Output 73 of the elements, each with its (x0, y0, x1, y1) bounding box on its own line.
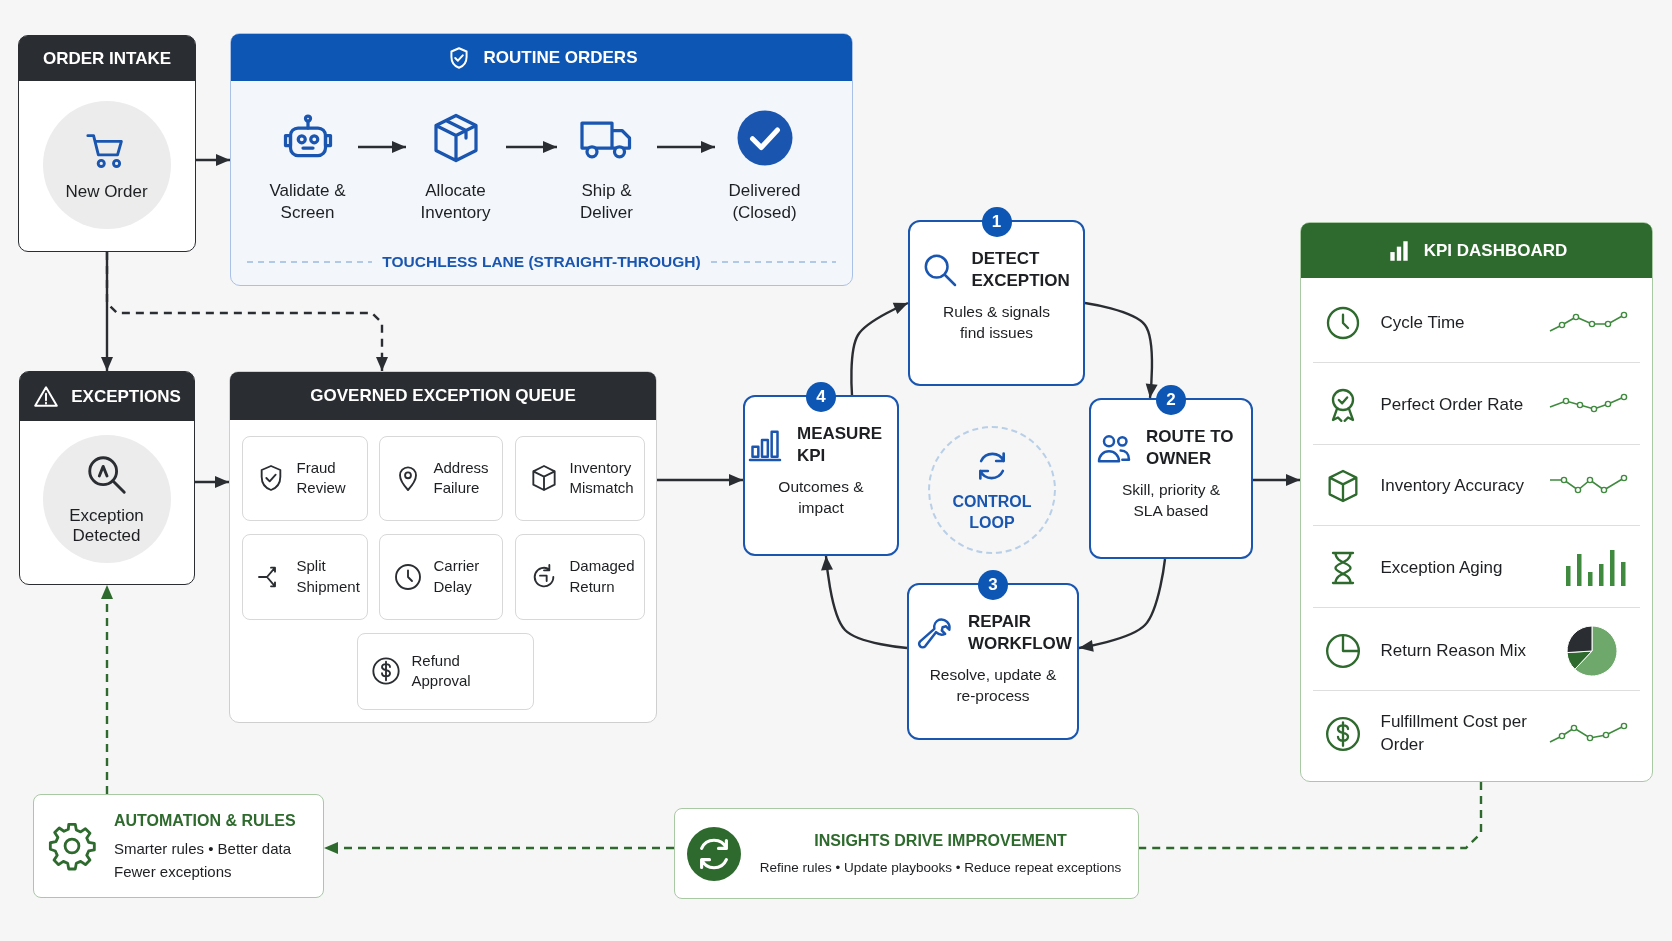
note-title: AUTOMATION & RULES (114, 812, 296, 830)
arrow (195, 476, 229, 488)
card-label: Damaged Return (569, 556, 636, 597)
arrow (101, 585, 113, 794)
panel (19, 371, 195, 585)
card-label: Carrier Delay (433, 556, 481, 597)
card-label: Inventory Mismatch (569, 457, 635, 498)
exception-card (378, 533, 503, 620)
lane-label: TOUCHLESS LANE (STRAIGHT-THROUGH) (382, 253, 701, 271)
circle-label: New Order (65, 181, 148, 202)
arrow (1084, 301, 1158, 399)
exception-card (378, 435, 503, 521)
metric-label: Inventory Accuracy (1380, 474, 1526, 497)
step-label: Ship & Deliver (579, 179, 634, 224)
note-box (674, 808, 1139, 899)
card-label: Refund Approval (411, 650, 472, 691)
step-description: Skill, priority & SLA based (1120, 480, 1222, 522)
card-label: Fraud Review (296, 457, 347, 498)
arrow (657, 141, 715, 153)
arrow (358, 141, 406, 153)
arrow (324, 842, 674, 854)
card-label: Split Shipment (296, 556, 360, 597)
exception-card (514, 435, 645, 521)
loop-circle (928, 426, 1056, 554)
card-label: Address Failure (433, 457, 490, 498)
panel (229, 371, 657, 723)
metric-label: Exception Aging (1380, 556, 1504, 579)
arrow (821, 555, 908, 650)
step-label: Validate & Screen (268, 179, 347, 224)
panel (230, 33, 853, 286)
step-number: 3 (978, 570, 1008, 600)
step-description: Outcomes & impact (777, 477, 865, 519)
step-label: Allocate Inventory (419, 179, 492, 224)
metric-label: Perfect Order Rate (1380, 393, 1525, 416)
metric-label: Return Reason Mix (1380, 639, 1527, 662)
circle-label: Exception Detected (68, 505, 145, 546)
arrow (850, 301, 909, 396)
panel-title: KPI DASHBOARD (1423, 240, 1568, 261)
arrow (1078, 558, 1167, 652)
arrow (657, 474, 743, 486)
exception-card (241, 435, 368, 521)
arrow (196, 154, 230, 166)
metric-label: Fulfillment Cost per Order (1380, 711, 1528, 756)
step-title: MEASURE KPI (797, 423, 883, 468)
step-number: 4 (806, 382, 836, 412)
step-title: REPAIR WORKFLOW (968, 611, 1070, 656)
arrow (506, 141, 557, 153)
note-text: Smarter rules • Better data (114, 840, 292, 857)
panel-title: ROUTINE ORDERS (483, 47, 638, 68)
step-number: 1 (981, 207, 1012, 237)
panel (1300, 222, 1653, 782)
arrow (1253, 474, 1300, 486)
note-text: Refine rules • Update playbooks • Reduce repeat exceptions (759, 860, 1122, 875)
step-description: Resolve, update & re-process (929, 665, 1057, 707)
metric-label: Cycle Time (1380, 311, 1466, 334)
step-title: DETECT EXCEPTION (971, 248, 1071, 293)
step-number: 2 (1156, 385, 1186, 415)
exception-card (356, 632, 534, 710)
panel-title: EXCEPTIONS (71, 386, 181, 407)
note-box (33, 794, 324, 898)
loop-label: CONTROL LOOP (952, 492, 1032, 533)
connector-line (1139, 782, 1483, 850)
step-label: Delivered (Closed) (727, 179, 802, 224)
panel-title: GOVERNED EXCEPTION QUEUE (310, 386, 576, 406)
panel-title: ORDER INTAKE (42, 48, 172, 69)
arrow (105, 252, 388, 371)
panel (18, 35, 196, 252)
step-description: Rules & signals find issues (942, 302, 1051, 344)
note-title: INSIGHTS DRIVE IMPROVEMENT (814, 832, 1067, 850)
exception-card (514, 533, 645, 620)
note-text: Fewer exceptions (114, 863, 233, 880)
step-title: ROUTE TO OWNER (1146, 426, 1235, 471)
exception-card (241, 533, 368, 620)
